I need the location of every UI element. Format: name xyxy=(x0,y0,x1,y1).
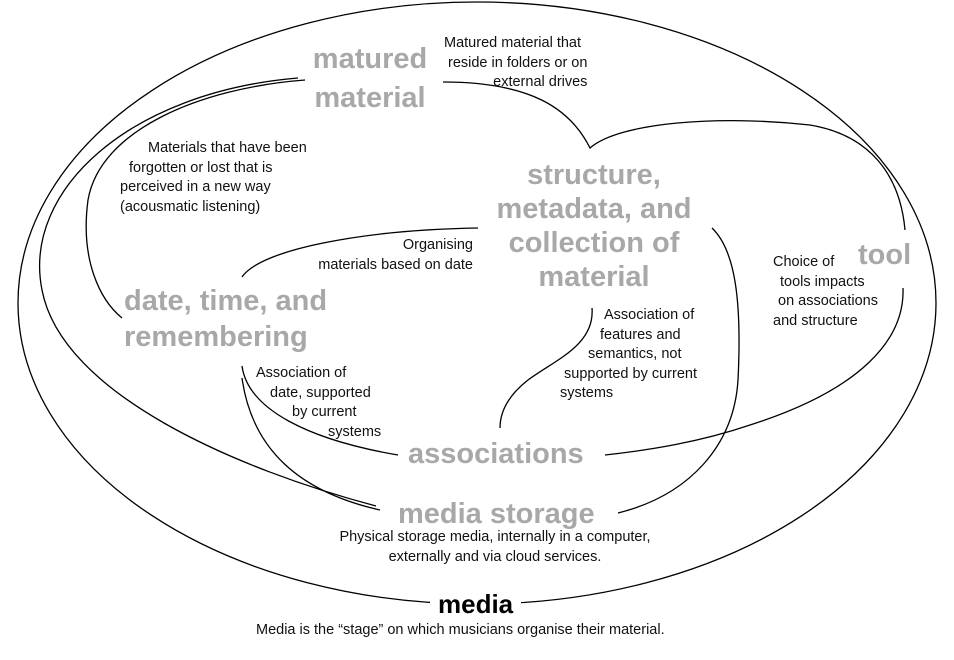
node-structure-metadata-collection: structure, metadata, and collection of m… xyxy=(478,158,710,294)
node-date-time-line-1: date, time, and xyxy=(124,285,328,317)
note-features-semantics: Association of features and semantics, n… xyxy=(560,306,697,404)
note-matured-line-3: external drives xyxy=(493,74,588,90)
node-matured-material-line-1: matured xyxy=(312,43,428,75)
note-matured-material: Matured material that reside in folders … xyxy=(444,34,587,93)
curve-date-to-media-storage xyxy=(241,377,381,511)
node-date-time-line-2: remembering xyxy=(124,321,308,353)
note-forgotten-line-4: (acousmatic listening) xyxy=(120,198,261,215)
note-date-assoc-line-2: date, supported xyxy=(270,384,371,401)
node-structure-line-1: structure, xyxy=(527,159,661,191)
note-organising-date: Organising materials based on date xyxy=(303,236,473,275)
note-forgotten-line-1: Materials that have been xyxy=(148,140,307,156)
note-tool-line-3: on associations xyxy=(778,293,878,309)
node-tool: tool xyxy=(856,238,914,273)
node-associations: associations xyxy=(404,437,588,472)
node-matured-material-line-2: material xyxy=(314,81,426,114)
node-media-storage: media storage xyxy=(394,497,599,532)
curve-matured-to-media-storage xyxy=(39,77,377,507)
note-forgotten-line-2: forgotten or lost that is xyxy=(129,159,273,176)
note-features-line-1: Association of xyxy=(604,307,695,323)
note-media-stage: Media is the “stage” on which musicians … xyxy=(256,622,665,638)
note-date-assoc-line-3: by current xyxy=(292,404,357,420)
node-media: media xyxy=(430,589,522,620)
curve-structure-to-media-storage xyxy=(617,227,740,514)
note-forgotten-material: Materials that have been forgotten or lo… xyxy=(120,139,307,217)
curve-matured-to-structure xyxy=(442,81,906,231)
note-storage-line-2: externally and via cloud services. xyxy=(388,548,602,565)
note-organising-line-1: Organising xyxy=(402,237,473,253)
note-features-line-5: systems xyxy=(560,385,614,401)
curve-matured-to-date xyxy=(85,79,306,319)
node-date-time-remembering: date, time, and remembering xyxy=(124,283,328,355)
note-tool-choice: Choice of tools impacts on associations … xyxy=(773,253,878,331)
note-features-line-4: supported by current xyxy=(564,365,697,382)
node-structure-line-4: material xyxy=(538,261,650,293)
node-structure-line-2: metadata, and xyxy=(496,193,692,225)
note-organising-line-2: materials based on date xyxy=(318,256,473,273)
note-date-assoc-line-4: systems xyxy=(328,423,382,440)
note-tool-line-4: and structure xyxy=(773,312,858,329)
note-storage-line-1: Physical storage media, internally in a … xyxy=(339,529,651,545)
note-tool-line-2: tools impacts xyxy=(780,273,865,290)
node-structure-line-3: collection of xyxy=(508,227,680,259)
note-date-assoc-line-1: Association of xyxy=(256,365,347,381)
curve-structure-to-date xyxy=(241,227,479,278)
note-features-line-2: features and xyxy=(600,326,681,343)
note-matured-line-2: reside in folders or on xyxy=(448,54,588,71)
note-features-line-3: semantics, not xyxy=(588,346,682,362)
note-tool-line-1: Choice of xyxy=(773,254,835,270)
curve-structure-to-associations xyxy=(499,307,593,429)
node-matured-material: matured material xyxy=(306,42,434,116)
curve-date-to-associations xyxy=(241,365,399,456)
curve-tool-to-associations xyxy=(604,287,904,456)
note-matured-line-1: Matured material that xyxy=(444,35,582,51)
note-date-association: Association of date, supported by curren… xyxy=(256,364,381,442)
note-forgotten-line-3: perceived in a new way xyxy=(120,179,271,195)
note-media-storage: Physical storage media, internally in a … xyxy=(322,528,668,567)
